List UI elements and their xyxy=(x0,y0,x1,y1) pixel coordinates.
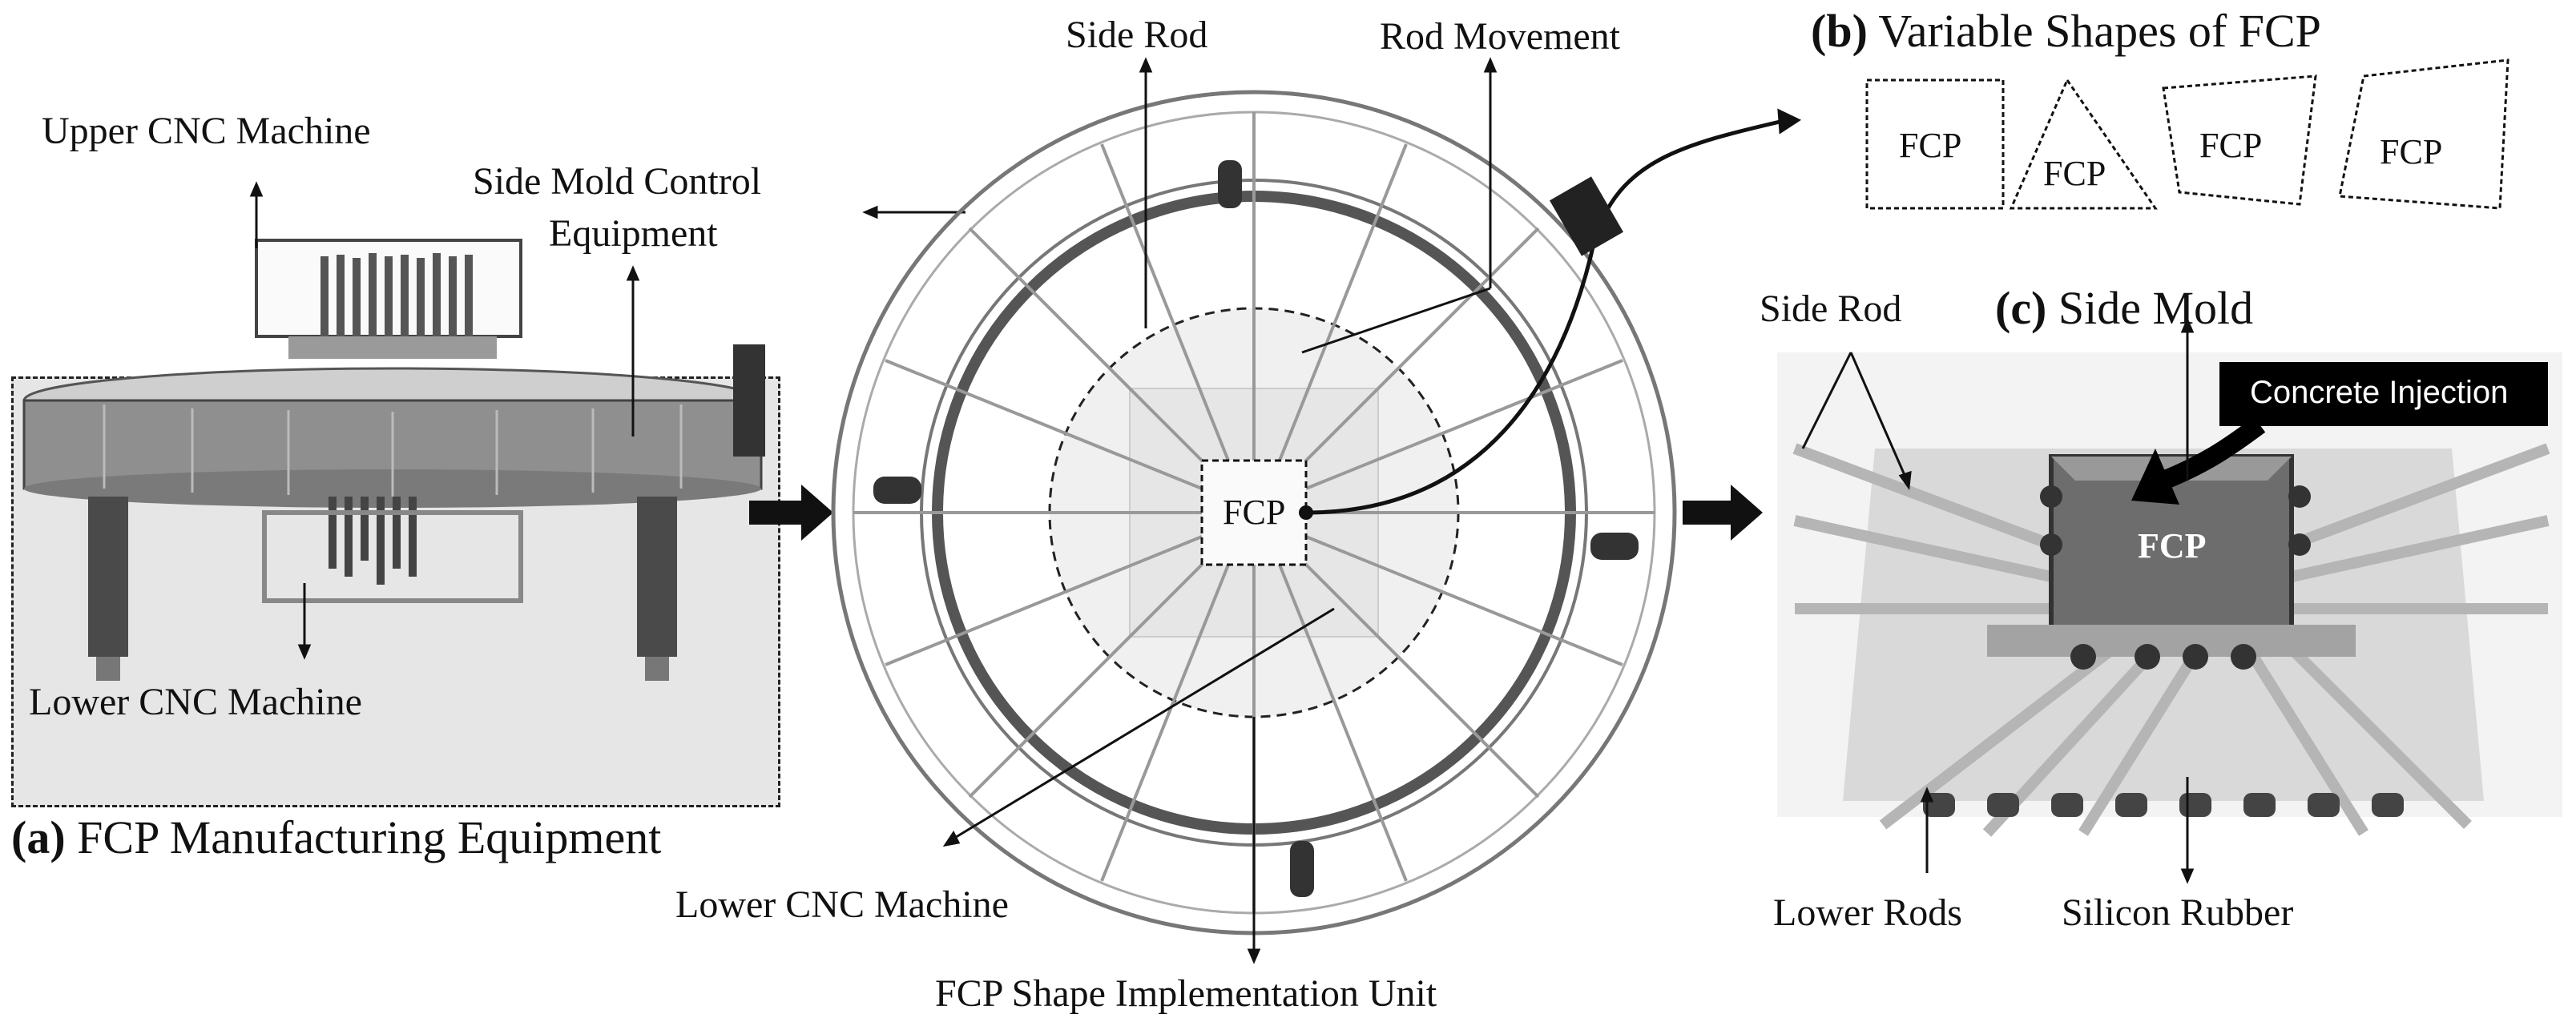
upper-cnc-label: Upper CNC Machine xyxy=(42,110,371,152)
side-rod-label: Side Rod xyxy=(1066,14,1208,56)
lower-cnc-label: Lower CNC Machine xyxy=(29,681,362,723)
shape-square-label: FCP xyxy=(1899,126,1962,165)
side-mold-control-label-2: Equipment xyxy=(549,212,718,255)
side-mold-control-box xyxy=(733,344,765,457)
panel-c-title: Side Mold xyxy=(2058,282,2254,334)
side-mold-ring xyxy=(22,367,763,508)
lower-rods-label: Lower Rods xyxy=(1773,891,1962,934)
panel-a-caption: (a) FCP Manufacturing Equipment xyxy=(11,815,661,861)
flow-arrow-icon xyxy=(749,485,833,541)
panel-a-title: FCP Manufacturing Equipment xyxy=(77,811,662,863)
shape-quad-label: FCP xyxy=(2199,126,2263,165)
panel-b-letter: (b) xyxy=(1811,5,1868,57)
concrete-injection-label: Concrete Injection xyxy=(2250,375,2509,410)
panel-b-caption: (b) Variable Shapes of FCP xyxy=(1811,8,2321,54)
shape-triangle-label: FCP xyxy=(2043,154,2106,193)
lower-rod-bundle xyxy=(329,497,417,585)
fcp-mold-label: FCP xyxy=(2138,526,2207,565)
camera-icon xyxy=(1550,176,1623,256)
shape-trapezoid-label: FCP xyxy=(2380,132,2443,171)
panel-c-caption: (c) Side Mold xyxy=(1995,285,2253,332)
side-mold-render xyxy=(1777,352,2562,837)
lower-cnc-machine xyxy=(88,497,677,681)
fcp-center-label: FCP xyxy=(1223,493,1286,532)
variable-shapes xyxy=(1865,58,2509,210)
side-rod-c-label: Side Rod xyxy=(1760,288,1902,330)
fcp-mold-box xyxy=(1200,459,1308,566)
silicon-rubber-label: Silicon Rubber xyxy=(2062,891,2294,934)
shape-implementation-unit xyxy=(831,90,1677,935)
upper-cnc-machine xyxy=(255,239,522,359)
flow-arrow-icon xyxy=(1683,485,1763,541)
shape-unit-label: FCP Shape Implementation Unit xyxy=(935,972,1437,1015)
panel-a-letter: (a) xyxy=(11,811,66,863)
rod-movement-label: Rod Movement xyxy=(1380,15,1620,58)
panel-c-letter: (c) xyxy=(1995,282,2047,334)
lower-cnc-center-label: Lower CNC Machine xyxy=(675,883,1009,926)
panel-b-title: Variable Shapes of FCP xyxy=(1878,5,2321,57)
side-mold-control-label-1: Side Mold Control xyxy=(473,160,762,203)
